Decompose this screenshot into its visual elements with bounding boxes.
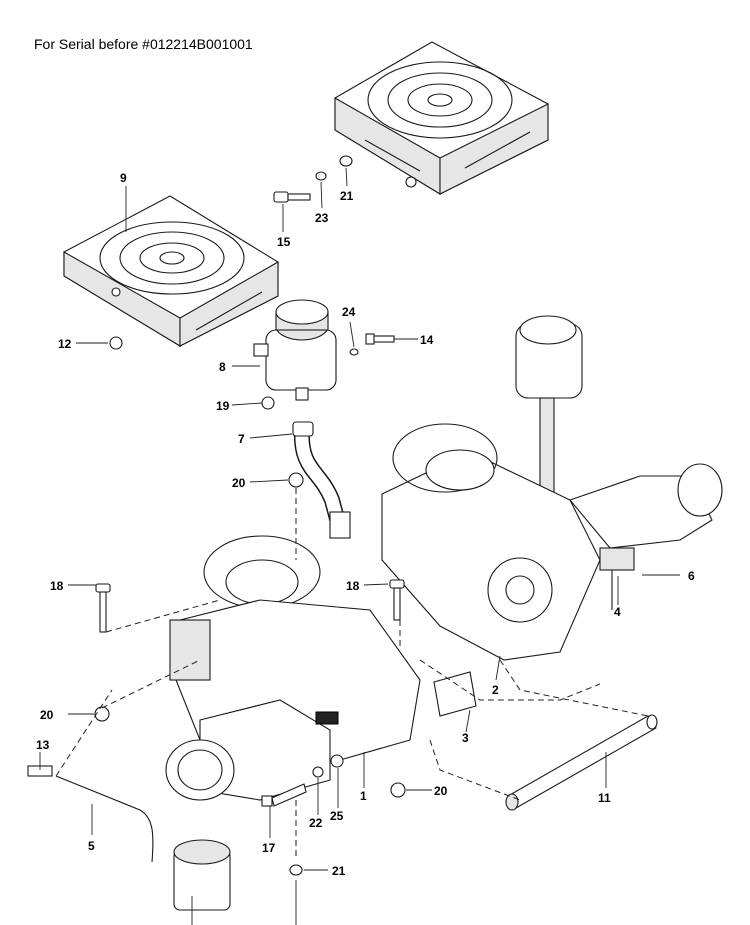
callout-9: 9 [120, 171, 127, 185]
callout-11: 11 [598, 791, 611, 805]
callout-21-lower: 21 [332, 864, 346, 878]
fan-shroud-right [334, 41, 549, 195]
callout-13: 13 [36, 738, 50, 752]
callout-22: 22 [309, 816, 323, 830]
callout-20-lower: 20 [434, 784, 448, 798]
left-transaxle [165, 535, 421, 801]
bracket-3 [433, 671, 477, 717]
callout-24: 24 [342, 305, 356, 319]
nut-19 [261, 396, 275, 410]
callout-12: 12 [58, 337, 72, 351]
bolt-15 [273, 191, 311, 203]
fan-shroud-left [63, 195, 279, 347]
washer-23 [315, 171, 327, 181]
right-transaxle [381, 315, 723, 661]
diagram-header: For Serial before #012214B001001 [34, 36, 253, 52]
nut-20-left [94, 706, 110, 722]
tube-11 [505, 714, 658, 811]
callout-6: 6 [688, 569, 695, 583]
callout-4: 4 [614, 605, 621, 619]
washer-21-lower [289, 864, 303, 876]
hose-7 [292, 421, 351, 539]
leader-lines [39, 167, 680, 871]
oil-filter [173, 839, 231, 925]
bolt-17 [261, 783, 307, 807]
washer-25 [330, 754, 344, 768]
callout-2: 2 [492, 683, 499, 697]
assembly-guide-lines [55, 488, 649, 860]
nut-12 [109, 336, 123, 350]
washer-22 [312, 766, 324, 778]
bolt-18-left [95, 583, 111, 633]
callout-18-left: 18 [50, 579, 64, 593]
callout-20-upper: 20 [232, 476, 246, 490]
callout-21-upper: 21 [340, 189, 354, 203]
callout-25: 25 [330, 809, 344, 823]
callout-labels: 9 23 21 15 24 14 12 8 19 7 20 18 18 6 4 … [36, 171, 695, 878]
callout-19: 19 [216, 399, 230, 413]
callout-18-right: 18 [346, 579, 360, 593]
callout-14: 14 [420, 333, 434, 347]
bolt-18-right [389, 579, 405, 621]
callout-15: 15 [277, 235, 291, 249]
callout-20-left: 20 [40, 708, 54, 722]
bolt-14 [365, 333, 395, 345]
nut-20-lower [390, 782, 406, 798]
washer-21-upper [339, 155, 353, 167]
oil-reservoir [253, 299, 337, 401]
callout-7: 7 [238, 432, 245, 446]
callout-8: 8 [219, 360, 226, 374]
callout-1: 1 [360, 789, 367, 803]
callout-23: 23 [315, 211, 329, 225]
nut-20-upper [288, 472, 304, 488]
callout-3: 3 [462, 731, 469, 745]
rod-5 [55, 775, 154, 863]
callout-5: 5 [88, 839, 95, 853]
washer-24 [349, 348, 359, 356]
callout-17: 17 [262, 841, 276, 855]
